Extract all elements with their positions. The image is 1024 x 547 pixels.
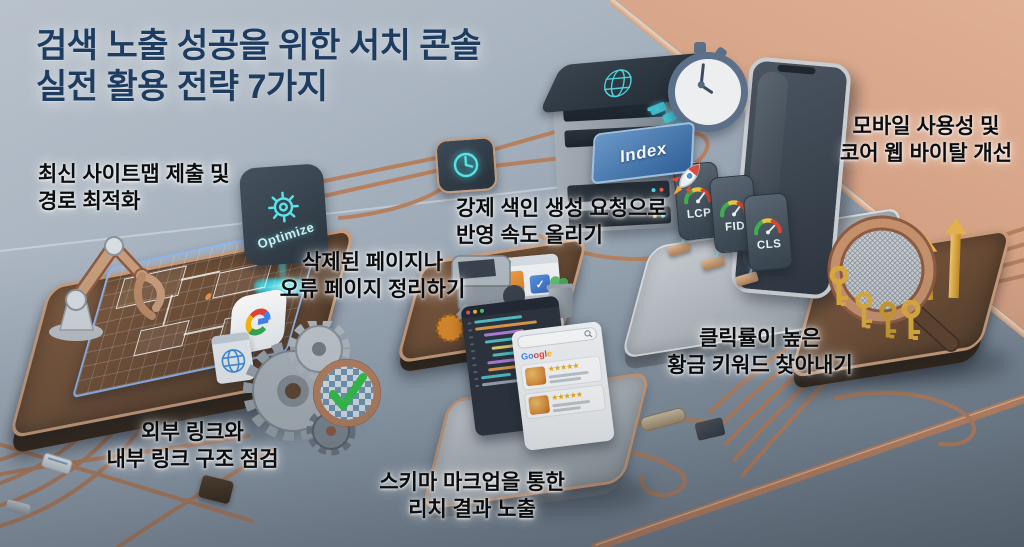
optimize-beam [279,260,286,284]
rich-result-card: ★★★★★ [523,384,607,420]
label-keywords: 클릭률이 높은 황금 키워드 찾아내기 [667,327,853,377]
label-schema: 스키마 마크업을 통한 리치 결과 노출 [379,471,565,521]
gold-key-icon [829,266,849,306]
label-links: 외부 링크와 내부 링크 구조 점검 [106,421,279,471]
gauge-label: CLS [756,237,782,252]
star-rating: ★★★★★ [550,389,583,403]
globe-wireframe-icon [603,69,632,98]
page-title: 검색 노출 성공을 위한 서치 콘솔 실전 활용 전략 7가지 [36,26,481,109]
index-label: Index [619,138,667,167]
rocket-icon [669,163,700,196]
speed-clock-tile [434,135,498,195]
google-g-logo [245,308,271,336]
text-bar [552,406,581,413]
label-sitemap: 최신 사이트맵 제출 및 경로 최적화 [38,163,230,213]
gauge-cls: CLS [742,192,794,272]
gear-icon [267,191,299,222]
checkmark-icon [329,373,367,410]
robot-arm [49,236,165,341]
label-indexing: 강제 색인 생성 요청으로 반영 속도 올리기 [456,197,667,247]
brush-orange [435,313,465,342]
gears-check-cluster [243,321,381,456]
gear-top [288,321,350,380]
food-thumbnail [528,394,551,416]
check-badge [313,359,381,427]
google-tile [228,287,288,357]
blueprint-connector [180,270,221,281]
blueprint-marker-dot [204,292,213,301]
webpage-globe-card [210,331,256,385]
gold-key-icon [901,300,921,340]
gold-key-icon [855,292,873,329]
phone-notch [777,64,816,75]
label-cleanup: 삭제된 페이지나 오류 페이지 정리하기 [279,251,466,301]
label-mobile: 모바일 사용성 및 코어 웹 바이탈 개선 [839,115,1013,165]
stopwatch-crown [694,42,706,54]
globe-icon [221,349,246,373]
rich-results-window: Google ★★★★★ ★★★★★ [511,320,615,452]
clock-icon [453,152,479,178]
gauge-arc-icon [754,217,782,235]
blueprint-connector [183,325,224,336]
title-line-2: 실전 활용 전략 7가지 [36,68,328,107]
gauge-label: FID [724,219,746,234]
title-line-1: 검색 노출 성공을 위한 서치 콘솔 [36,27,481,65]
gauge-label: LCP [686,206,712,221]
search-icon [584,330,593,338]
star-rating: ★★★★★ [547,360,580,374]
food-thumbnail [524,366,547,387]
gold-key-icon [879,302,897,339]
optimize-sign: Optimize [238,163,330,267]
search-bar [516,326,598,350]
server-top-panel [539,52,703,114]
